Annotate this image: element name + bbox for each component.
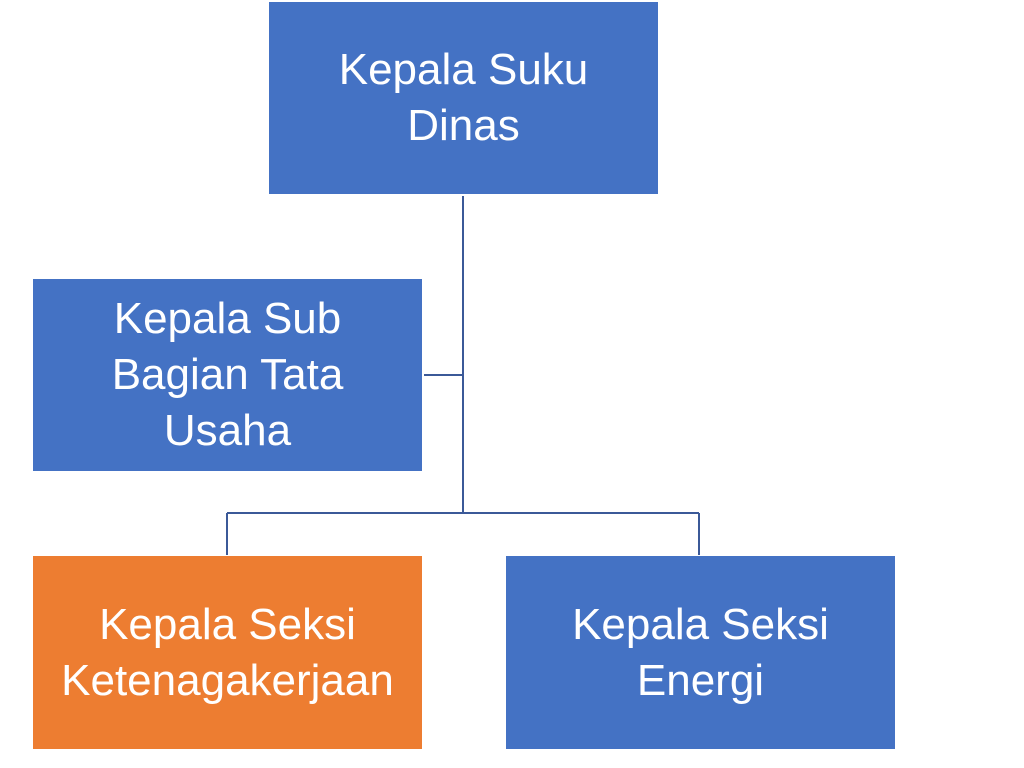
- node-label: Kepala Sub Bagian Tata Usaha: [111, 294, 344, 455]
- node-kepala-seksi-ketenagakerjaan: Kepala Seksi Ketenagakerjaan: [33, 556, 422, 749]
- node-kepala-suku-dinas: Kepala Suku Dinas: [269, 2, 658, 194]
- node-kepala-sub-bagian-tata-usaha: Kepala Sub Bagian Tata Usaha: [33, 279, 422, 471]
- node-kepala-seksi-energi: Kepala Seksi Energi: [506, 556, 895, 749]
- node-label: Kepala Seksi Ketenagakerjaan: [61, 599, 394, 705]
- node-label: Kepala Suku Dinas: [338, 45, 589, 150]
- node-label: Kepala Seksi Energi: [572, 599, 829, 705]
